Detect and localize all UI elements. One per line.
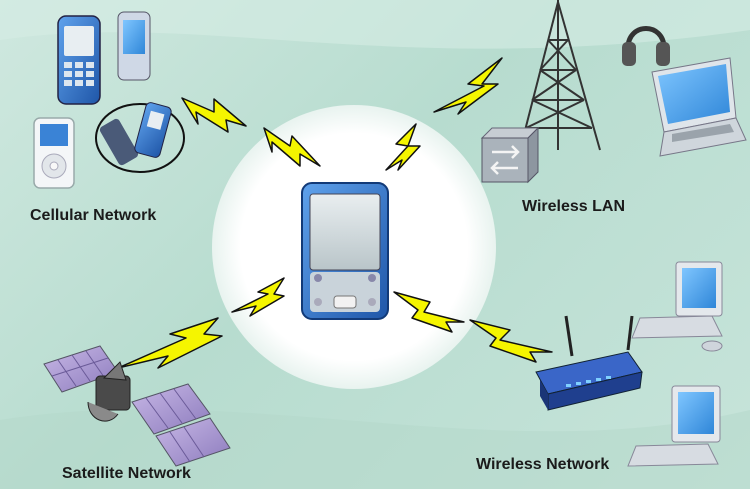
- lightning-bolt-icon: [393, 291, 465, 333]
- lightning-bolt-icon: [181, 97, 247, 133]
- satellite-icon: [43, 345, 231, 467]
- lightning-bolt-icon: [433, 57, 503, 115]
- wireless-network-label: Wireless Network: [476, 456, 610, 473]
- headphones-icon: [622, 26, 670, 66]
- network-switch-icon: [480, 126, 540, 184]
- phone-cluster-icon: [95, 102, 185, 173]
- cell-phone-icon: [57, 15, 101, 105]
- wireless-router-icon: [535, 315, 643, 411]
- desktop-computer-icon: [627, 385, 721, 467]
- satellite-network-label: Satellite Network: [62, 465, 191, 482]
- pda-hub-icon: [301, 182, 389, 320]
- laptop-icon: [651, 57, 747, 157]
- lightning-bolt-icon: [385, 123, 421, 171]
- cellular-network-label: Cellular Network: [30, 207, 157, 224]
- lightning-bolt-icon: [263, 127, 321, 167]
- background-swoosh: [0, 0, 750, 49]
- pda-icon: [117, 11, 151, 81]
- lightning-bolt-icon: [231, 277, 285, 317]
- radio-tower-icon: [519, 0, 601, 151]
- lightning-bolt-icon: [117, 317, 223, 369]
- wireless-lan-label: Wireless LAN: [522, 198, 625, 215]
- lightning-bolt-icon: [469, 319, 553, 363]
- mp3-player-icon: [33, 117, 75, 189]
- desktop-computer-icon: [631, 261, 723, 352]
